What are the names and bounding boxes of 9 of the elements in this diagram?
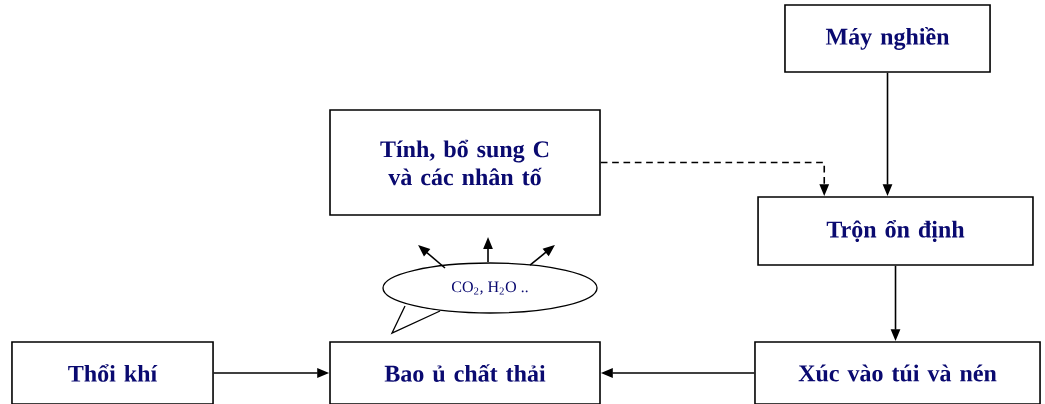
process-box: Bao ủ chất thải (329, 341, 601, 404)
speech-bubble: CO$_{2}$, H$_{2}$O .. (382, 262, 598, 335)
process-box: Xúc vào túi và nén (754, 341, 1041, 404)
process-box: Trộn ổn định (757, 196, 1034, 266)
arrow (529, 245, 555, 266)
process-box: Thổi khí (11, 341, 214, 404)
arrow (418, 245, 446, 269)
process-box: Máy nghiền (784, 4, 991, 73)
process-box: Tính, bổ sung C và các nhân tố (329, 109, 601, 216)
